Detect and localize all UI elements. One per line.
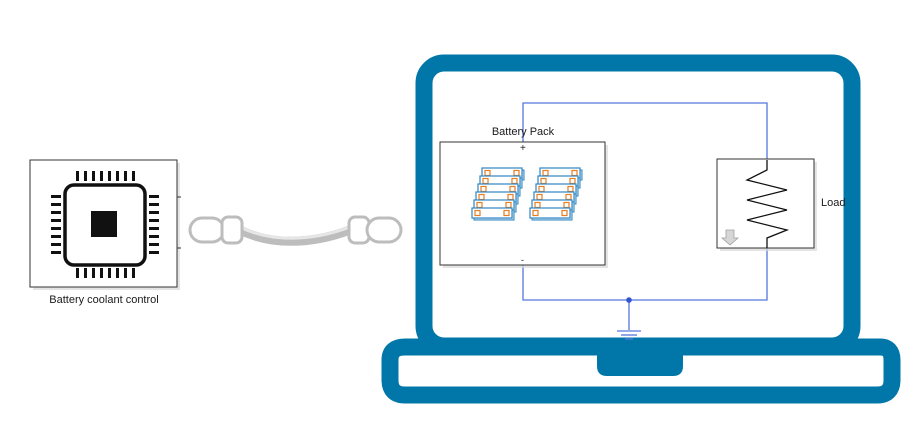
battery-cell <box>529 207 573 221</box>
chip-pin <box>124 171 127 181</box>
usb-c-plug-left <box>188 215 244 245</box>
battery-coolant-control-label: Battery coolant control <box>49 294 158 306</box>
chip-pin <box>149 203 159 206</box>
microchip-icon <box>51 171 159 278</box>
chip-pin <box>51 195 61 198</box>
resistor-icon <box>745 160 790 248</box>
laptop-touchpad-notch <box>597 347 683 376</box>
chip-pin <box>108 171 111 181</box>
chip-pin <box>149 235 159 238</box>
chip-pin <box>149 219 159 222</box>
chip-pin <box>124 268 127 278</box>
ground-icon <box>617 330 641 340</box>
battery-cell <box>471 207 515 221</box>
chip-pin <box>84 268 87 278</box>
laptop-base <box>381 338 901 404</box>
chip-pin <box>76 171 79 181</box>
chip-pin <box>92 268 95 278</box>
chip-pin <box>100 171 103 181</box>
chip-pin <box>132 268 135 278</box>
chip-pin <box>108 268 111 278</box>
usb-c-plug-right <box>347 215 403 245</box>
chip-pin <box>51 251 61 254</box>
chip-pin <box>51 227 61 230</box>
load-block[interactable] <box>716 158 817 251</box>
chip-pin <box>149 251 159 254</box>
chip-pin <box>51 211 61 214</box>
chip-pin <box>84 171 87 181</box>
down-arrow-icon <box>720 229 740 246</box>
wire-bottom <box>522 248 768 301</box>
battery-plus-port: + <box>520 143 526 154</box>
battery-minus-port: - <box>521 255 524 265</box>
battery-coolant-control-block[interactable] <box>29 159 181 290</box>
load-label: Load <box>821 197 845 209</box>
battery-pack-block[interactable]: + - <box>439 141 608 268</box>
chip-pin <box>51 243 61 246</box>
chip-pin <box>149 227 159 230</box>
chip-pin <box>132 171 135 181</box>
chip-pin <box>116 268 119 278</box>
chip-pin <box>76 268 79 278</box>
battery-cell <box>473 199 517 213</box>
chip-pin <box>149 243 159 246</box>
chip-pin <box>149 195 159 198</box>
chip-pin <box>51 203 61 206</box>
chip-pin <box>51 219 61 222</box>
chip-pin <box>92 171 95 181</box>
battery-pack-label: Battery Pack <box>492 126 555 138</box>
battery-cells-icon <box>471 167 583 221</box>
chip-pin <box>100 268 103 278</box>
chip-pin <box>51 235 61 238</box>
laptop-illustration <box>381 54 901 404</box>
chip-pin <box>116 171 119 181</box>
wire-top <box>522 102 768 160</box>
circuit-wires <box>522 102 768 330</box>
usb-c-cable <box>188 215 403 246</box>
junction-node <box>626 297 632 303</box>
chip-pin <box>149 211 159 214</box>
